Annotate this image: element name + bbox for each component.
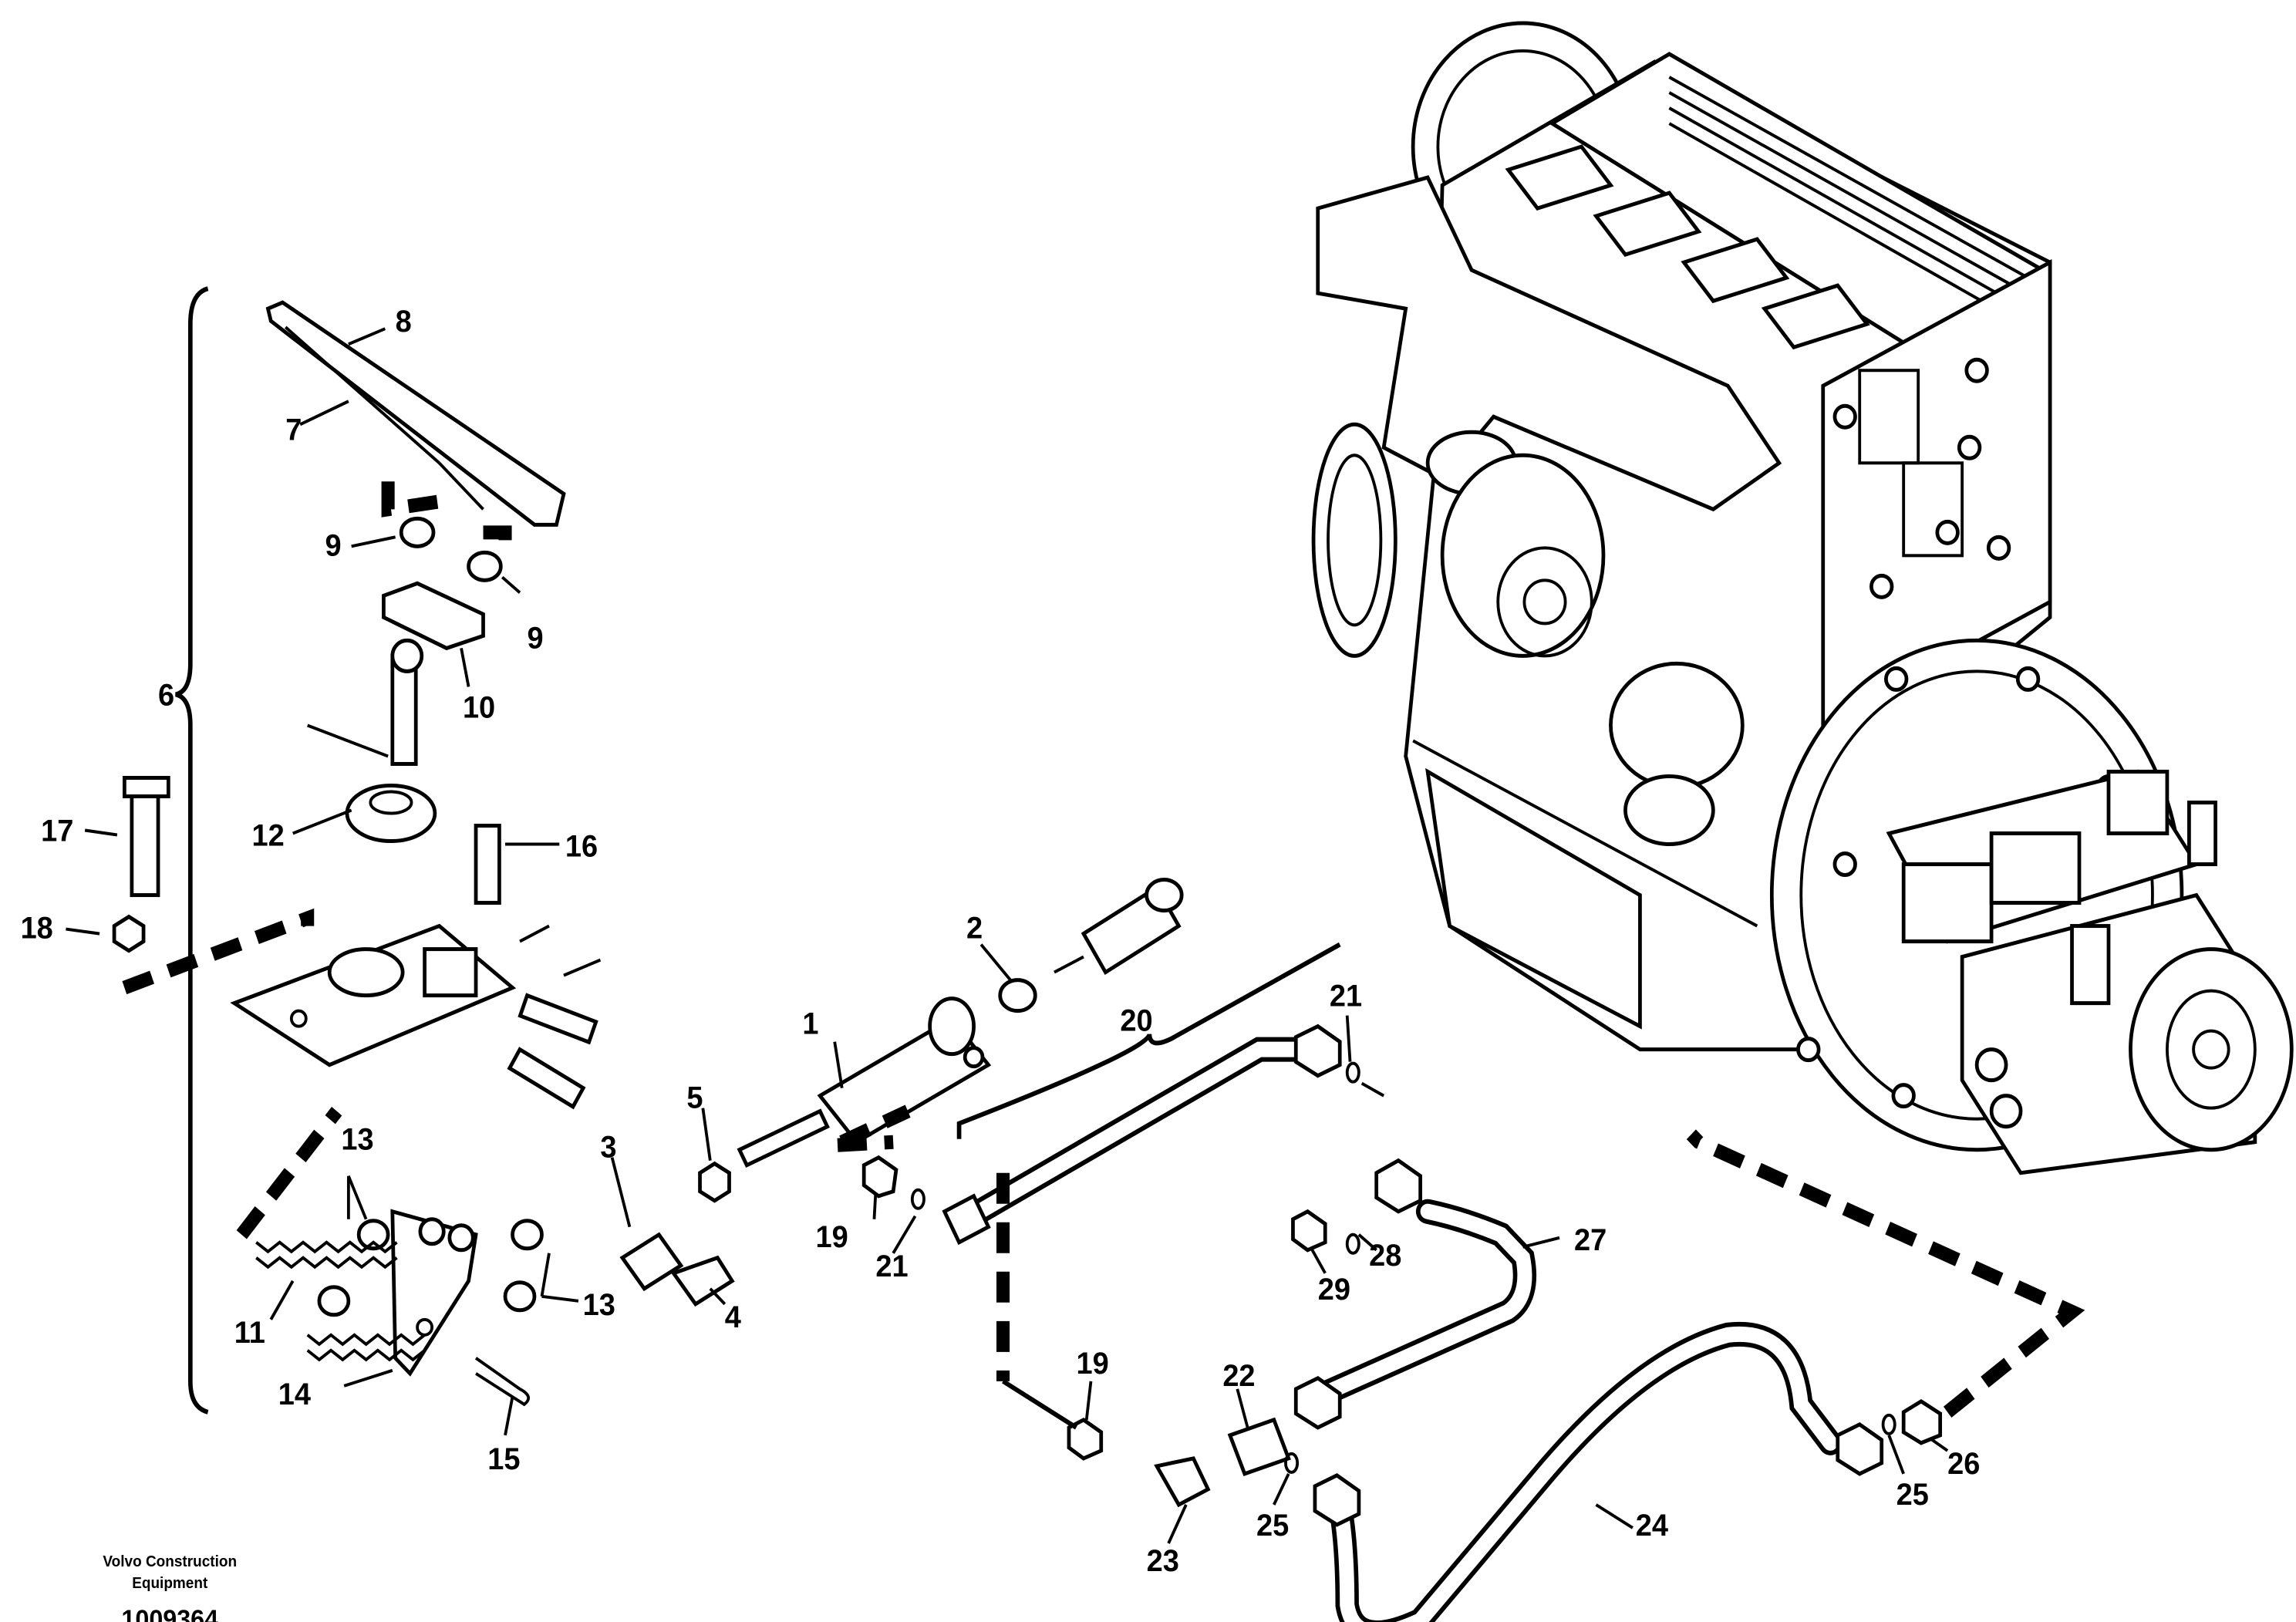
callout-19b: 19 [1076, 1347, 1108, 1381]
callout-22: 22 [1222, 1359, 1255, 1393]
callout-25a: 25 [1256, 1509, 1289, 1543]
company-name-line1: Volvo Construction [103, 1553, 237, 1571]
engine-assembly-illustration [1311, 21, 2294, 1175]
hydraulic-hoses-illustration [837, 942, 2085, 1622]
callout-17: 17 [41, 814, 73, 848]
callout-21a: 21 [1330, 980, 1362, 1013]
callout-13b: 13 [583, 1288, 615, 1322]
callout-24: 24 [1636, 1509, 1669, 1543]
cylinder-linkage-illustration [619, 878, 1184, 1307]
callout-9b: 9 [527, 622, 543, 656]
callout-6: 6 [158, 679, 174, 713]
callout-16: 16 [565, 830, 598, 864]
callout-28: 28 [1369, 1239, 1401, 1273]
callout-21b: 21 [875, 1249, 908, 1283]
callout-27: 27 [1574, 1223, 1607, 1257]
callout-7: 7 [285, 413, 302, 447]
callout-10: 10 [463, 691, 495, 725]
document-number: 1009364 [121, 1605, 218, 1622]
pedal-assembly-illustration [112, 286, 602, 1415]
callout-26: 26 [1947, 1447, 1980, 1481]
callout-14: 14 [278, 1378, 312, 1411]
callout-9a: 9 [325, 528, 341, 562]
callout-19a: 19 [816, 1220, 848, 1254]
callout-5: 5 [686, 1081, 703, 1115]
callout-13a: 13 [341, 1123, 373, 1157]
callout-18: 18 [21, 912, 53, 946]
callout-20: 20 [1120, 1004, 1152, 1038]
callout-23: 23 [1147, 1544, 1179, 1578]
callout-12: 12 [252, 819, 285, 853]
callout-11: 11 [234, 1316, 265, 1350]
callout-2: 2 [966, 912, 983, 946]
callout-labels-text: 1 2 3 4 5 6 7 8 9 9 10 11 12 13 13 14 15… [21, 305, 1981, 1578]
footer: Volvo Construction Equipment 1009364 [103, 1553, 237, 1622]
callout-3: 3 [600, 1131, 616, 1165]
callout-1: 1 [802, 1007, 818, 1041]
callout-8: 8 [396, 305, 412, 339]
callout-4: 4 [725, 1300, 741, 1334]
leader-lines [66, 327, 1949, 1544]
callout-15: 15 [487, 1442, 520, 1476]
callout-29: 29 [1318, 1273, 1350, 1307]
callout-25b: 25 [1896, 1478, 1929, 1512]
company-name-line2: Equipment [132, 1575, 208, 1593]
